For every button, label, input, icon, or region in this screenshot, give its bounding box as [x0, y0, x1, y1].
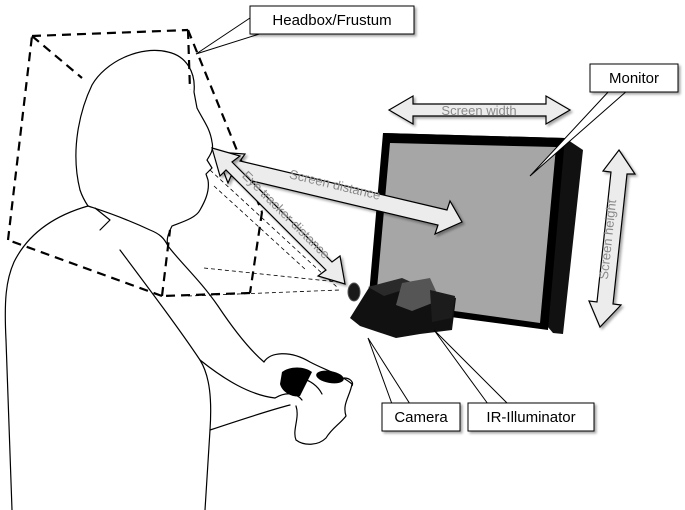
screen-height-arrow: Screen height [588, 148, 637, 329]
headbox-frustum [6, 28, 264, 298]
ir-illuminator-label: IR-Illuminator [486, 409, 575, 426]
ir-illuminator-callout: IR-Illuminator [433, 329, 595, 432]
screen-width-arrow: Screen width [387, 94, 572, 126]
headbox-label: Headbox/Frustum [272, 12, 391, 29]
person-silhouette [4, 49, 353, 510]
headbox-callout: Headbox/Frustum [195, 5, 415, 55]
camera-label: Camera [394, 409, 448, 426]
monitor-label: Monitor [609, 70, 659, 87]
monitor [368, 133, 583, 334]
monitor-callout: Monitor [529, 63, 679, 177]
camera-callout: Camera [367, 337, 461, 432]
camera-lens-icon [347, 282, 361, 302]
eye-tracker-distance-arrow: Eye tracker distance [211, 147, 346, 285]
mouse [280, 367, 354, 397]
monitor-screen [376, 143, 556, 323]
sight-lines [187, 169, 341, 297]
eye-tracker [347, 278, 456, 338]
screen-width-label: Screen width [441, 103, 516, 118]
